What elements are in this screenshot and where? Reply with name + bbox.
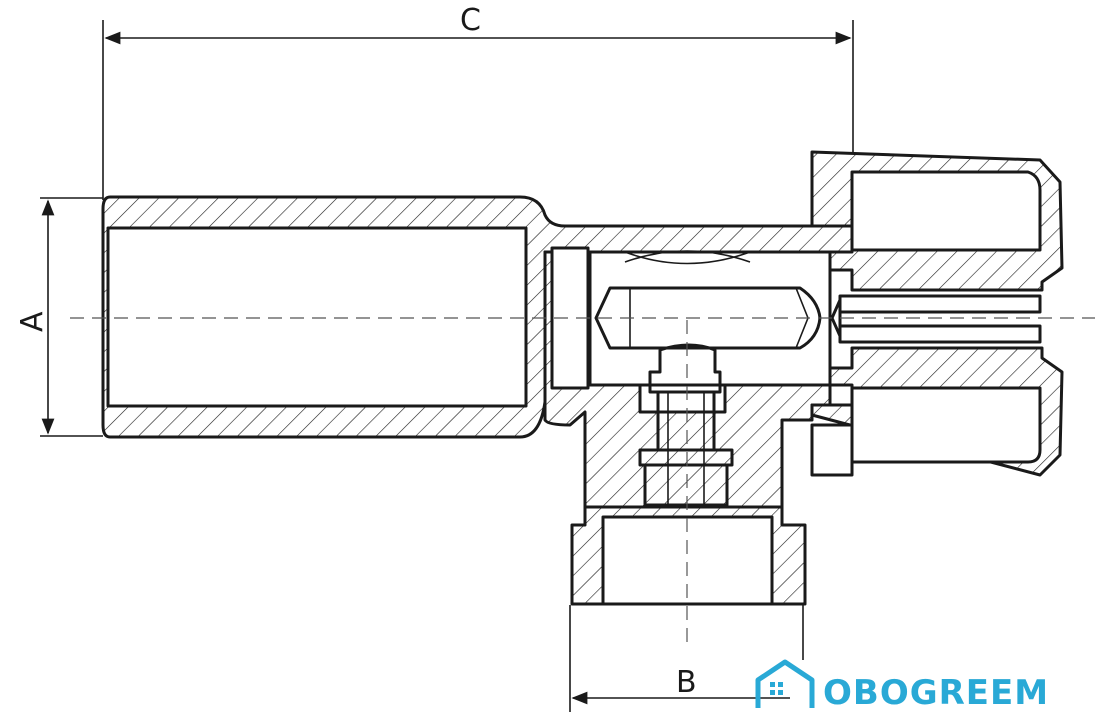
dimension-c: C [102,3,854,200]
dimension-c-label: C [460,3,481,38]
house-icon [755,659,815,708]
dimension-b: B [569,605,804,712]
handle-knob [810,150,1064,477]
dimension-b-label: B [676,665,697,700]
logo-text: OBOGREEM [823,673,1049,713]
dimension-a-label: A [15,311,50,332]
dimension-a: A [15,197,103,437]
valve-stem [586,343,782,509]
obogreem-logo: OBOGREEM [755,659,1049,713]
